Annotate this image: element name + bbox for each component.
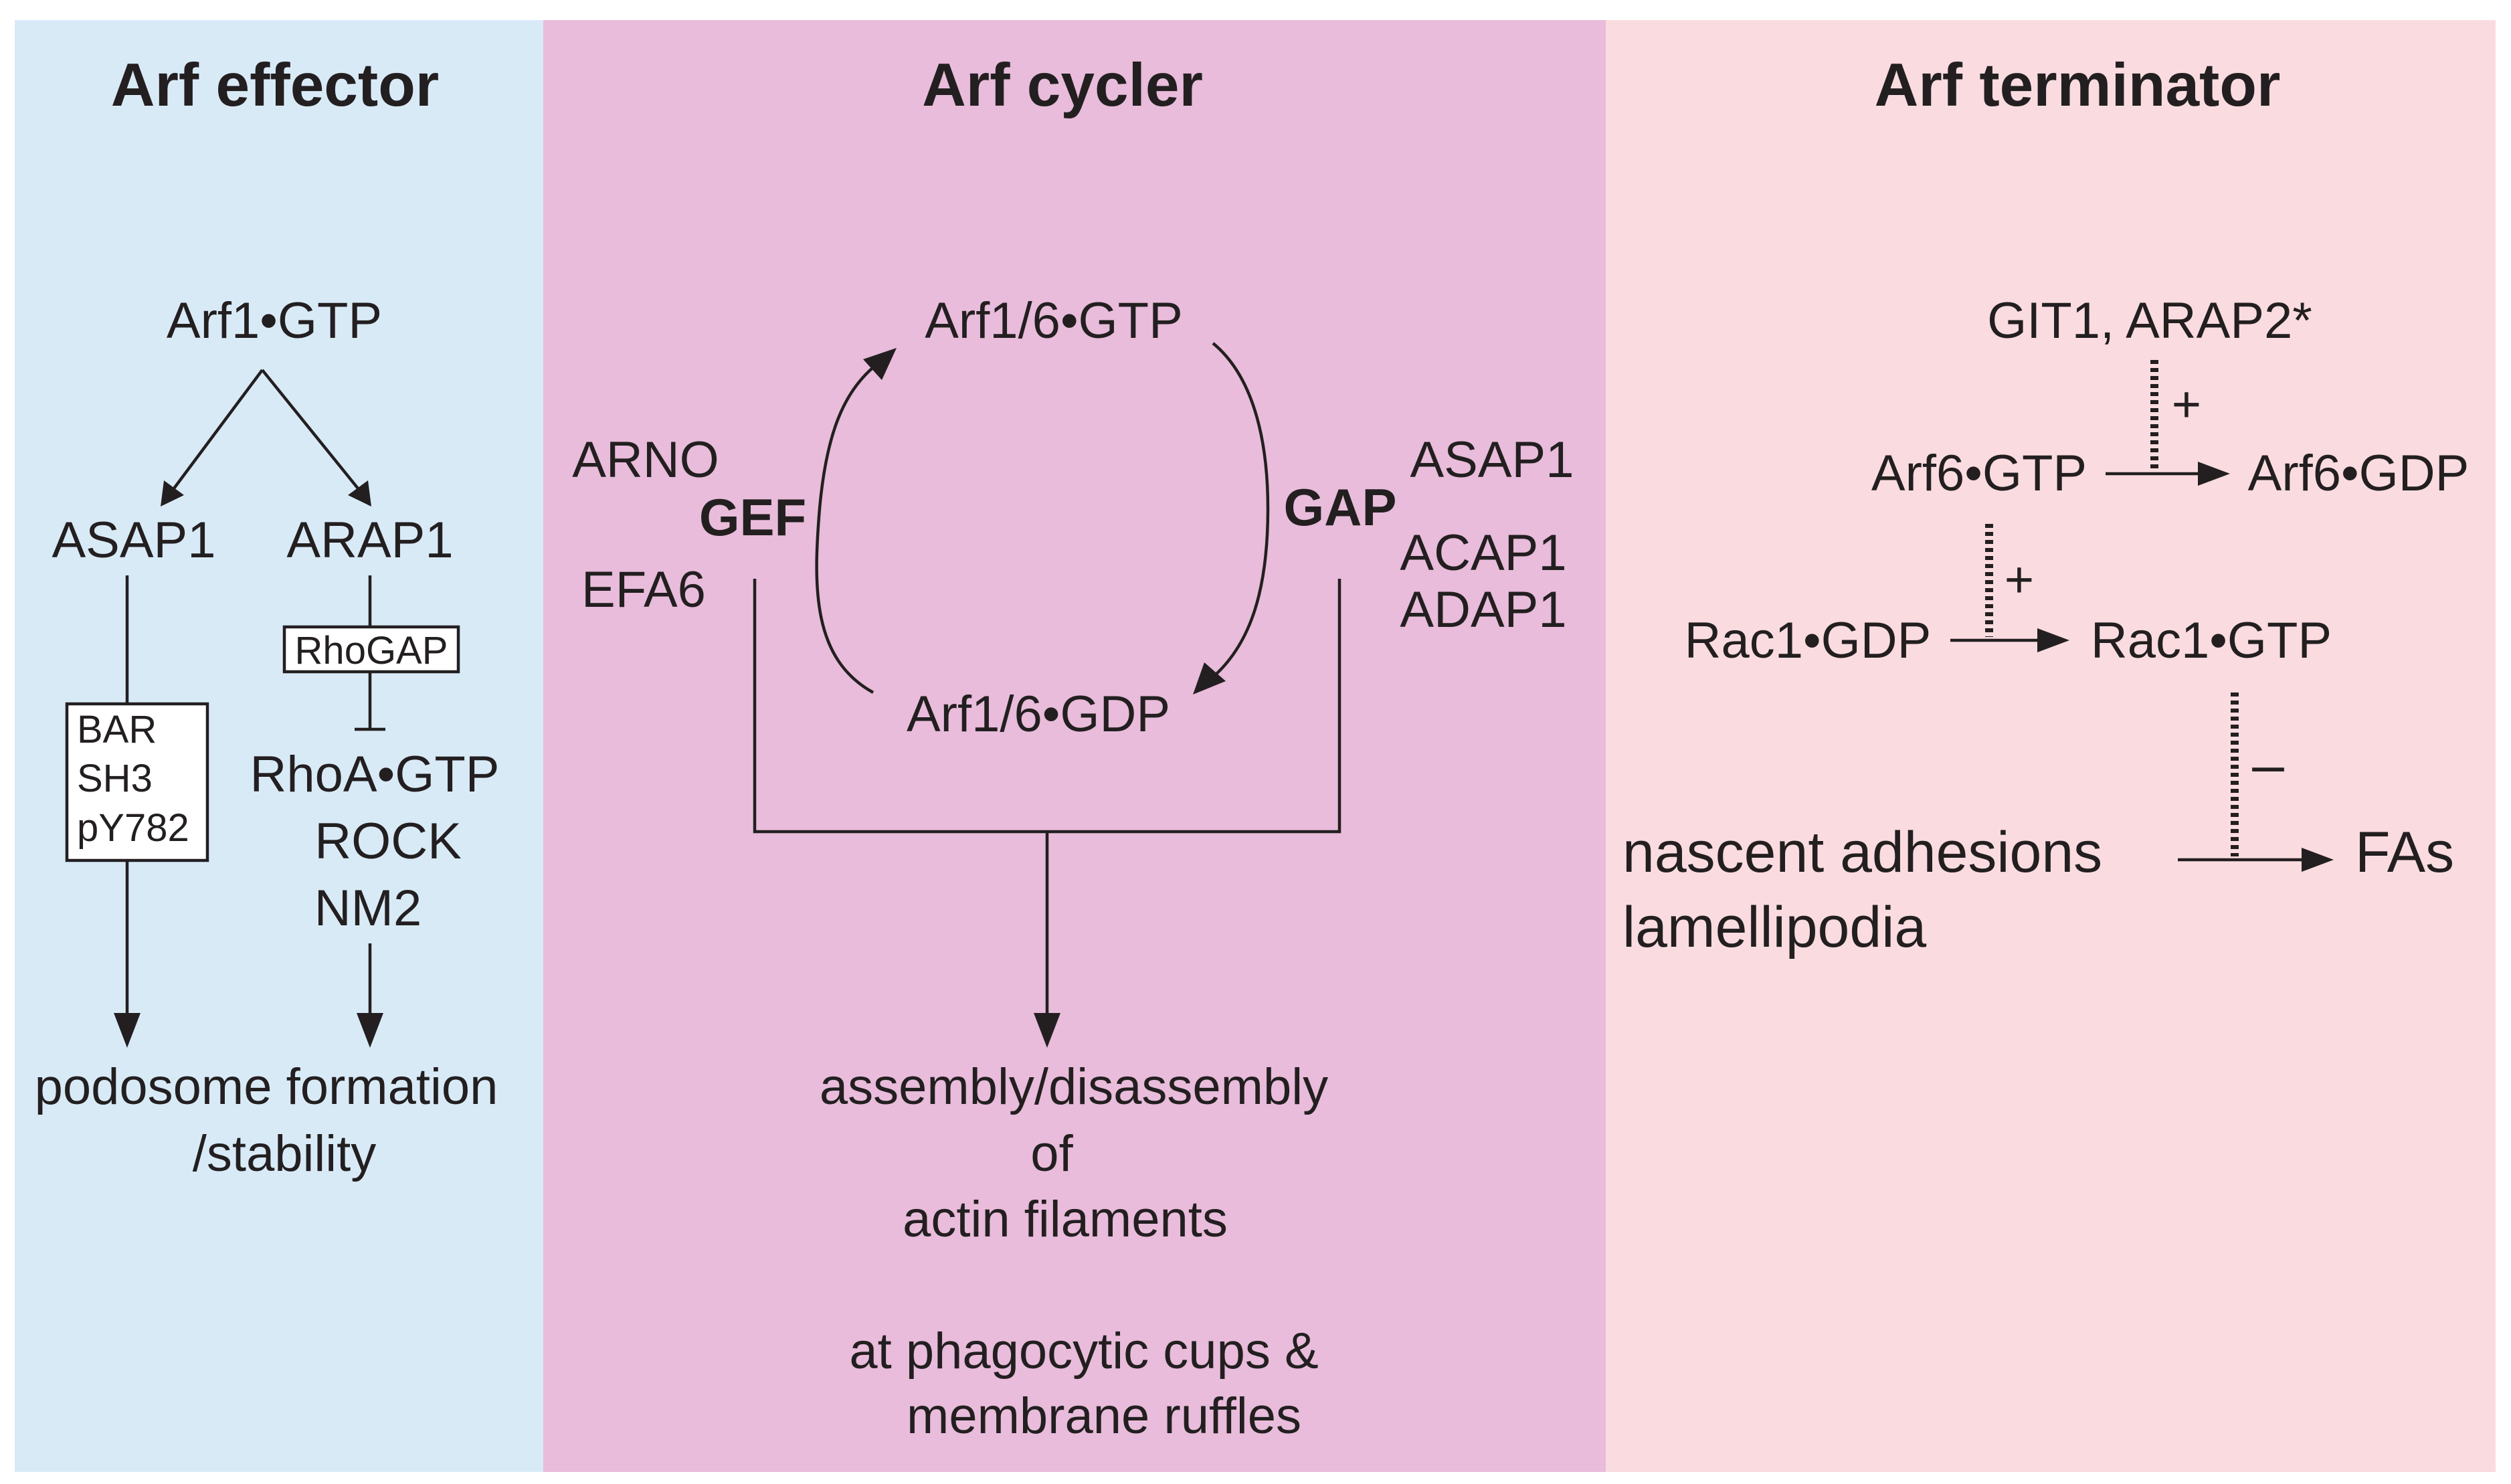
arrow-arf1-to-arap1 bbox=[261, 369, 359, 490]
gap-arc bbox=[1212, 342, 1270, 677]
gap-label: GAP bbox=[1283, 478, 1396, 537]
effector-outcome-line1: podosome formation bbox=[35, 1058, 498, 1115]
gef-arc bbox=[815, 363, 878, 694]
gap-example-adap1: ADAP1 bbox=[1400, 581, 1566, 638]
asap1-label: ASAP1 bbox=[52, 512, 215, 569]
rac1-minus-sign: – bbox=[2252, 733, 2284, 797]
arf6-gtp-label: Arf6•GTP bbox=[1871, 445, 2087, 502]
arf16-gdp-label: Arf1/6•GDP bbox=[907, 686, 1170, 743]
asap1-arrow-head bbox=[114, 1013, 141, 1048]
cycler-location-line2: membrane ruffles bbox=[907, 1388, 1301, 1445]
terminator-panel bbox=[1606, 20, 2496, 1472]
gap-example-acap1: ACAP1 bbox=[1400, 525, 1566, 581]
cycler-outcome-arrow-head bbox=[1034, 1013, 1060, 1048]
effector-title: Arf effector bbox=[111, 52, 439, 119]
rhogap-label: RhoGAP bbox=[295, 629, 448, 672]
gef-label: GEF bbox=[699, 488, 806, 547]
arf6-arrow-head bbox=[2198, 462, 2230, 486]
fas-label: FAs bbox=[2355, 820, 2454, 885]
cycler-outcome-line2: of bbox=[1030, 1125, 1073, 1182]
gef-example-efa6: EFA6 bbox=[581, 561, 706, 618]
lamellipodia-label: lamellipodia bbox=[1622, 895, 1926, 959]
rock-label: ROCK bbox=[314, 813, 462, 870]
cycler-panel bbox=[543, 20, 1606, 1472]
rhogap-box bbox=[282, 625, 460, 674]
arrow-head-asap1 bbox=[161, 480, 184, 506]
arf6-gdp-label: Arf6•GDP bbox=[2248, 445, 2470, 502]
gef-arrow-head bbox=[863, 348, 897, 380]
arrow-head-arap1 bbox=[348, 480, 371, 506]
terminator-title: Arf terminator bbox=[1875, 52, 2281, 119]
fa-arrow-head bbox=[2302, 848, 2334, 872]
gef-example-arno: ARNO bbox=[572, 432, 719, 488]
effector-outcome-line2: /stability bbox=[193, 1125, 377, 1182]
domain-sh3: SH3 bbox=[77, 757, 153, 800]
arrow-arf1-to-asap1 bbox=[173, 369, 264, 490]
nascent-adhesions-label: nascent adhesions bbox=[1622, 820, 2102, 885]
git1-arap2-label: GIT1, ARAP2* bbox=[1987, 292, 2312, 349]
rac1-gdp-label: Rac1•GDP bbox=[1685, 612, 1932, 669]
git1-plus-sign: + bbox=[2172, 376, 2201, 433]
cycler-outcome-line1: assembly/disassembly bbox=[820, 1058, 1328, 1115]
domain-bar: BAR bbox=[77, 708, 157, 751]
cycler-title: Arf cycler bbox=[922, 52, 1203, 119]
nm2-label: NM2 bbox=[314, 880, 422, 937]
rhoa-gtp-label: RhoA•GTP bbox=[250, 746, 500, 803]
arf1-gtp-label: Arf1•GTP bbox=[167, 292, 382, 349]
asap1-domain-box bbox=[65, 702, 209, 862]
cycler-location-line1: at phagocytic cups & bbox=[849, 1323, 1318, 1380]
cycler-outcome-line3: actin filaments bbox=[903, 1191, 1228, 1248]
gap-example-asap1: ASAP1 bbox=[1410, 432, 1574, 488]
arap1-label: ARAP1 bbox=[286, 512, 453, 569]
nm2-arrow-head bbox=[357, 1013, 383, 1048]
rac1-gtp-label: Rac1•GTP bbox=[2091, 612, 2332, 669]
gap-arrow-head bbox=[1193, 662, 1226, 694]
arf16-gtp-label: Arf1/6•GTP bbox=[925, 292, 1183, 349]
arf6-plus-sign: + bbox=[2005, 551, 2034, 608]
domain-py782: pY782 bbox=[77, 806, 189, 850]
rac1-arrow-head bbox=[2037, 628, 2069, 652]
